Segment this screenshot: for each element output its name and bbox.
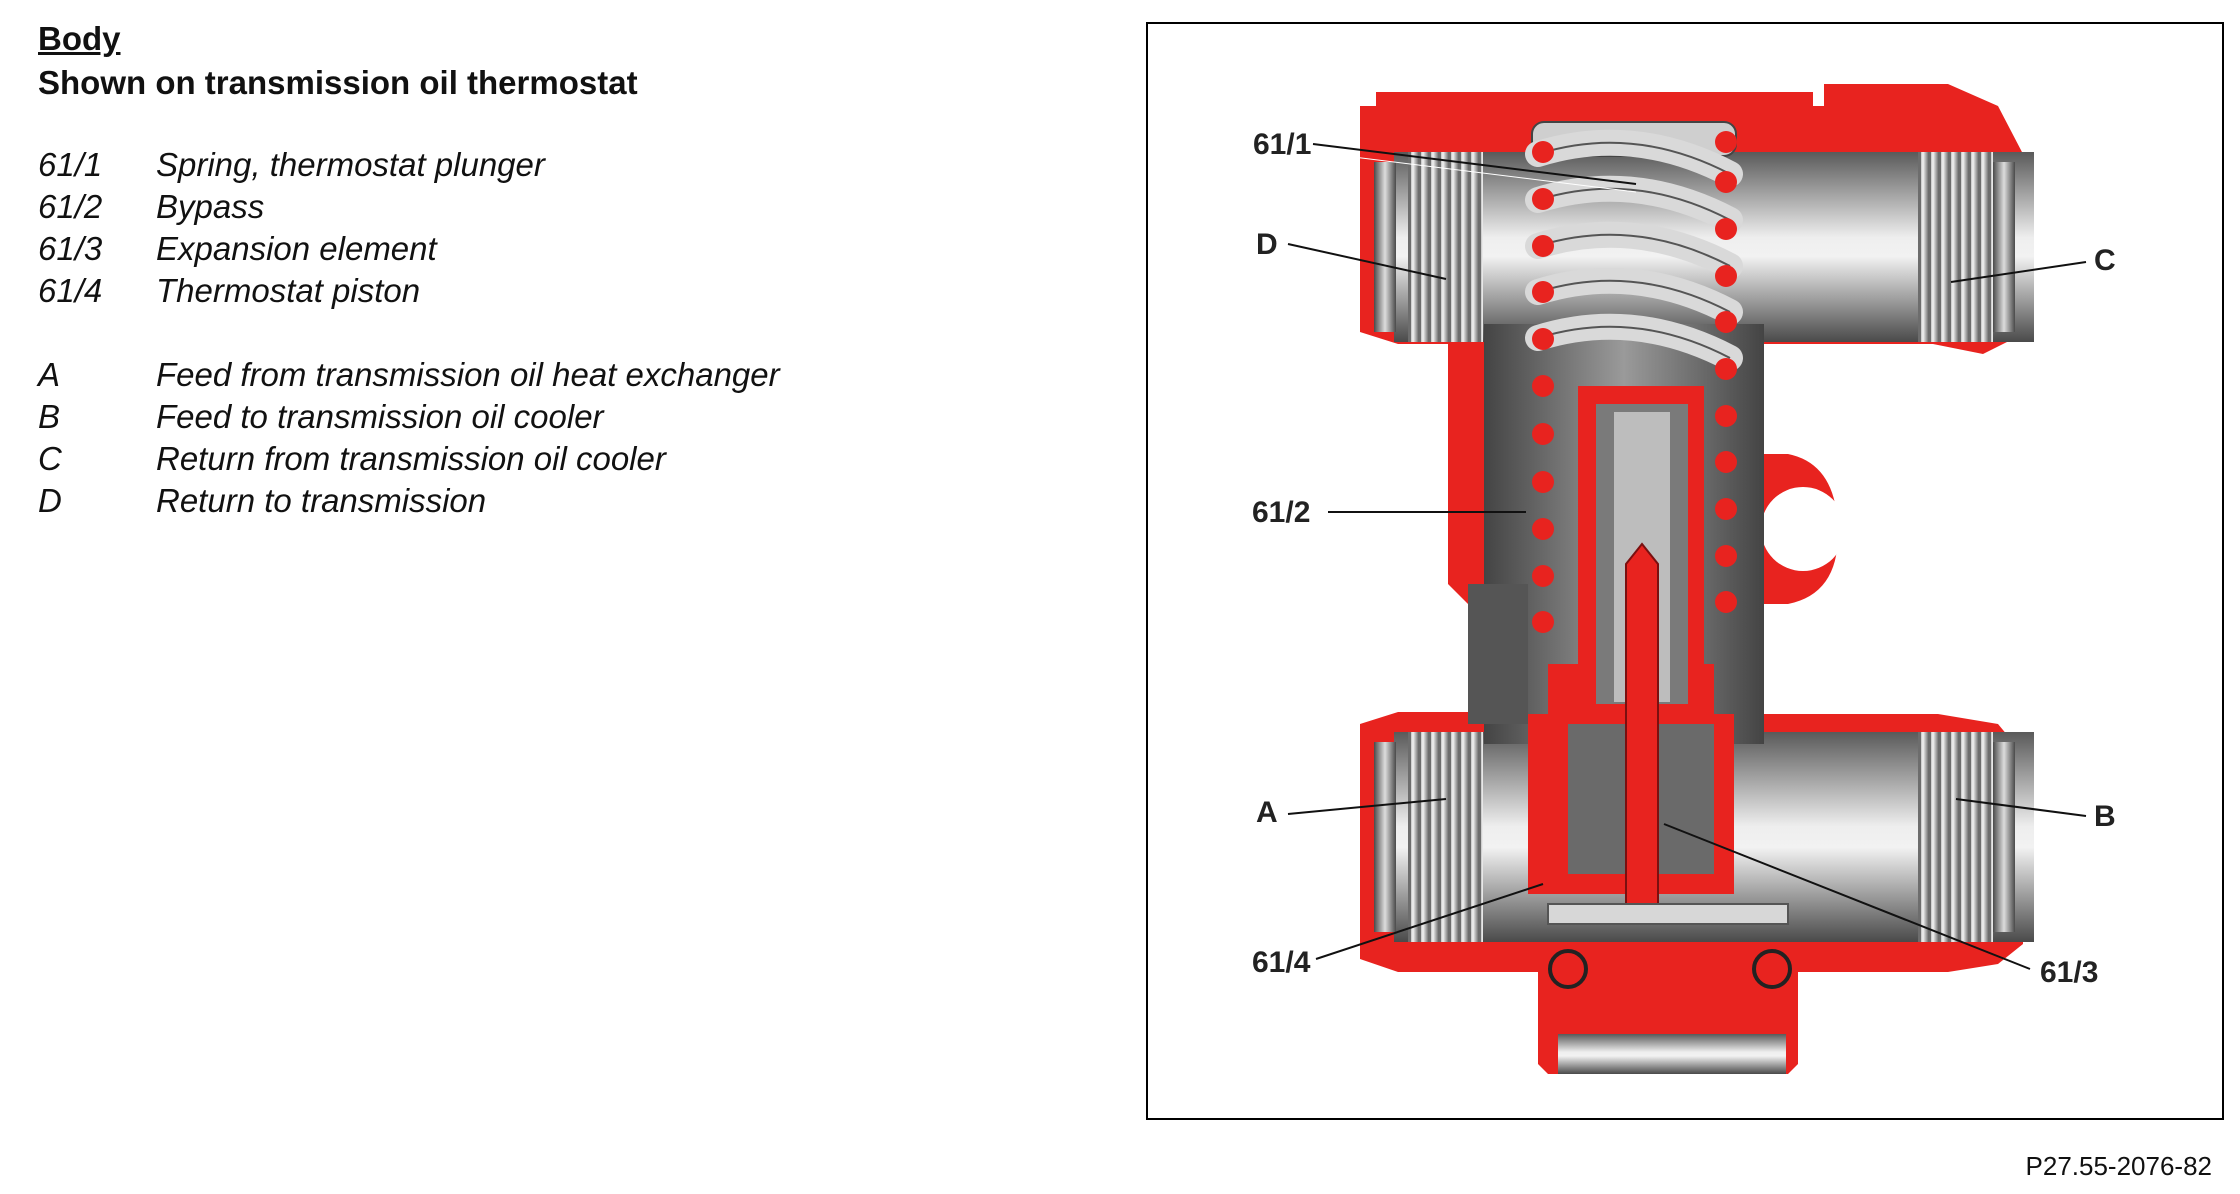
callout-leaders — [1287, 143, 2087, 970]
callout-61-1: 61/1 — [1253, 128, 1311, 161]
legend-item: 61/2 Bypass — [38, 186, 780, 228]
legend-text: Return to transmission — [156, 482, 487, 519]
legend-code: B — [38, 398, 61, 435]
figure-reference-code: P27.55-2076-82 — [2025, 1151, 2212, 1181]
legend-text: Spring, thermostat plunger — [156, 146, 545, 183]
legend-item: A Feed from transmission oil heat exchan… — [38, 354, 780, 396]
legend-code: D — [38, 482, 62, 519]
thermostat-cutaway-diagram: 61/1 D C 61/2 A B 61/4 61/3 — [1252, 84, 2116, 1074]
bottom-cap — [1547, 903, 1792, 1074]
legend-code: A — [38, 356, 61, 393]
callout-61-4: 61/4 — [1252, 946, 1311, 979]
legend-item: D Return to transmission — [38, 480, 780, 522]
legend-item: C Return from transmission oil cooler — [38, 438, 780, 480]
legend-text: Feed from transmission oil heat exchange… — [156, 356, 780, 393]
legend-text: Bypass — [156, 188, 265, 225]
legend-item: 61/4 Thermostat piston — [38, 270, 780, 312]
legend-code: 61/2 — [38, 188, 103, 225]
callout-61-3: 61/3 — [2040, 956, 2098, 989]
section-subheading: Shown on transmission oil thermostat — [38, 64, 638, 101]
legend-code: 61/3 — [38, 230, 103, 267]
legend-code: 61/1 — [38, 146, 103, 183]
legend-text: Expansion element — [156, 230, 437, 267]
legend-text: Thermostat piston — [156, 272, 421, 309]
callout-c: C — [2094, 244, 2116, 277]
callout-61-2: 61/2 — [1252, 496, 1310, 529]
callout-b: B — [2094, 800, 2116, 833]
legend-item: 61/3 Expansion element — [38, 228, 780, 270]
callout-a: A — [1256, 796, 1278, 829]
legend-text: Return from transmission oil cooler — [156, 440, 666, 477]
legend-item: B Feed to transmission oil cooler — [38, 396, 780, 438]
section-heading: Body — [38, 20, 121, 57]
legend-text: Feed to transmission oil cooler — [156, 398, 604, 435]
mounting-eye-hole — [1761, 487, 1845, 571]
thermostat-figure: 61/1 D C 61/2 A B 61/4 61/3 — [1146, 22, 2224, 1120]
legend-list: 61/1 Spring, thermostat plunger 61/2 Byp… — [38, 144, 780, 522]
legend-code: C — [38, 440, 62, 477]
thermostat-spring — [1525, 121, 1743, 633]
legend-item: 61/1 Spring, thermostat plunger — [38, 144, 780, 186]
thermostat-piston — [1528, 386, 1734, 905]
legend-code: 61/4 — [38, 272, 103, 309]
callout-d: D — [1256, 228, 1278, 261]
